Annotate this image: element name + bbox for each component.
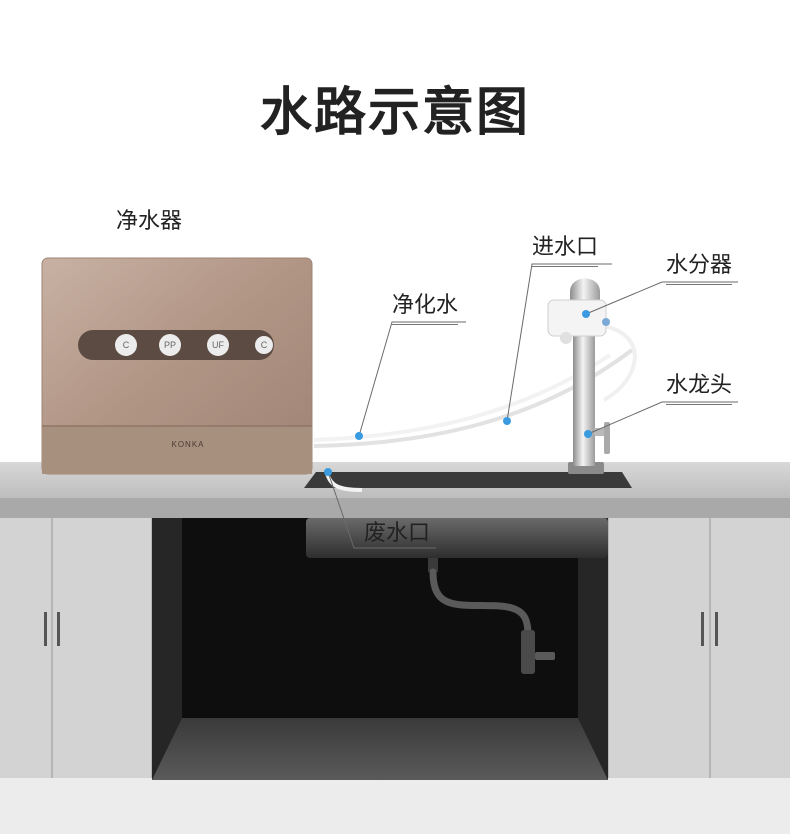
label-faucet: 水龙头 bbox=[666, 372, 733, 405]
connector-dot bbox=[324, 468, 332, 476]
diverter bbox=[547, 299, 610, 344]
label-purified-water: 净化水 bbox=[392, 292, 459, 325]
connector-dot bbox=[355, 432, 363, 440]
countertop bbox=[0, 462, 790, 518]
connector-dot bbox=[503, 417, 511, 425]
cabinet-handle bbox=[701, 612, 704, 646]
water-purifier bbox=[41, 257, 313, 475]
filter-cap-label: C bbox=[122, 340, 130, 350]
filter-cap-label: C bbox=[260, 340, 268, 350]
filter-cap bbox=[115, 334, 137, 356]
label-water-inlet: 进水口 bbox=[532, 234, 599, 267]
label-diverter: 水分器 bbox=[666, 252, 733, 285]
cabinet-handle bbox=[57, 612, 60, 646]
connector-dot bbox=[582, 310, 590, 318]
filter-cap bbox=[255, 336, 273, 354]
brand-logo: KONKA bbox=[171, 440, 205, 449]
diagram-title: 水路示意图 bbox=[259, 83, 530, 143]
drain-pipe bbox=[428, 558, 555, 674]
cabinet-handle bbox=[44, 612, 47, 646]
leader-lines bbox=[327, 263, 738, 549]
label-purifier: 净水器 bbox=[116, 209, 183, 234]
cabinet-interior bbox=[152, 518, 608, 780]
cabinet-handle bbox=[715, 612, 718, 646]
connector-dot bbox=[584, 430, 592, 438]
filter-cap-label: PP bbox=[163, 340, 176, 350]
connector-dots bbox=[324, 310, 592, 476]
filter-cap bbox=[207, 334, 229, 356]
filter-cap bbox=[159, 334, 181, 356]
filter-cap-label: UF bbox=[212, 340, 224, 350]
label-waste-outlet: 废水口 bbox=[364, 521, 431, 546]
